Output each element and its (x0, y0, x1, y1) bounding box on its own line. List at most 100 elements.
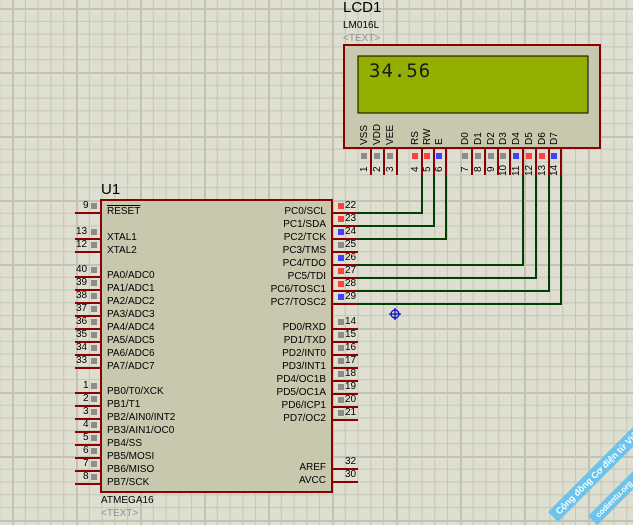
lcd-pin-name: VSS (359, 124, 370, 145)
lcd-pin-number: 6 (434, 166, 445, 172)
mcu-pin-36[interactable] (75, 319, 101, 330)
mcu-body[interactable] (100, 199, 333, 493)
wire-28-to-13[interactable] (358, 175, 550, 292)
pin-state-indicator (338, 255, 344, 261)
mcu-pin-number: 8 (83, 471, 89, 482)
mcu-pin-number: 36 (76, 316, 88, 327)
mcu-pin-3[interactable] (75, 409, 101, 420)
lcd-pin-6[interactable] (436, 148, 447, 175)
mcu-pin-number: 3 (83, 406, 89, 417)
lcd-pin-name: D3 (498, 132, 509, 145)
mcu-pin-22[interactable] (332, 203, 358, 214)
lcd-pin-name: D7 (549, 132, 560, 145)
mcu-reference: U1 (101, 181, 121, 198)
mcu-pin-6[interactable] (75, 448, 101, 459)
lcd-pin-2[interactable] (374, 148, 385, 175)
wire-23-to-5[interactable] (358, 175, 435, 227)
lcd-pin-name: D2 (486, 132, 497, 145)
mcu-pin-name: PB0/T0/XCK (107, 386, 164, 397)
lcd-pin-number: 9 (486, 166, 497, 172)
wire-22-to-4[interactable] (358, 175, 423, 214)
mcu-pin-40[interactable] (75, 267, 101, 278)
lcd-pin-5[interactable] (424, 148, 435, 175)
mcu-pin-name: PB3/AIN1/OC0 (107, 425, 175, 436)
mcu-pin-8[interactable] (75, 474, 101, 485)
mcu-pin-33[interactable] (75, 358, 101, 369)
mcu-pin-38[interactable] (75, 293, 101, 304)
pin-state-indicator (91, 229, 97, 235)
mcu-pin-14[interactable] (332, 319, 358, 330)
mcu-pin-name: PA7/ADC7 (107, 361, 155, 372)
mcu-pin-19[interactable] (332, 384, 358, 395)
mcu-pin-name: PA5/ADC5 (107, 335, 155, 346)
lcd-pin-1[interactable] (361, 148, 372, 175)
mcu-pin-name: PB4/SS (107, 438, 143, 449)
mcu-pin-26[interactable] (332, 255, 358, 266)
mcu-pin-15[interactable] (332, 332, 358, 343)
mcu-pin-12[interactable] (75, 242, 101, 253)
lcd-pin-name: D6 (537, 132, 548, 145)
mcu-pin-5[interactable] (75, 435, 101, 446)
wire-27-to-12[interactable] (358, 175, 537, 279)
mcu-pin-24[interactable] (332, 229, 358, 240)
mcu-pin-16[interactable] (332, 345, 358, 356)
mcu-pin-37[interactable] (75, 306, 101, 317)
lcd-pin-11[interactable] (513, 148, 524, 175)
mcu-pin-number: 18 (345, 368, 357, 379)
lcd-pin-name: RS (410, 131, 421, 145)
mcu-pin-29[interactable] (332, 294, 358, 305)
mcu-pin-21[interactable] (332, 410, 358, 421)
lcd-pin-4[interactable] (412, 148, 423, 175)
lcd-pin-3[interactable] (387, 148, 398, 175)
mcu-pin-2[interactable] (75, 396, 101, 407)
mcu-pin-39[interactable] (75, 280, 101, 291)
mcu-pin-34[interactable] (75, 345, 101, 356)
mcu-pin-4[interactable] (75, 422, 101, 433)
lcd-pins (361, 148, 562, 175)
pin-state-indicator (338, 319, 344, 325)
mcu-pin-23[interactable] (332, 216, 358, 227)
pin-state-indicator (338, 410, 344, 416)
pin-state-indicator (551, 153, 557, 159)
mcu-pin-35[interactable] (75, 332, 101, 343)
mcu-pin-name: PA3/ADC3 (107, 309, 155, 320)
lcd-pin-9[interactable] (488, 148, 499, 175)
mcu-pin-name: PC1/SDA (283, 219, 326, 230)
pin-state-indicator (513, 153, 519, 159)
wire-26-to-11[interactable] (358, 175, 524, 266)
lcd-pin-8[interactable] (475, 148, 486, 175)
mcu-pin-name: PA0/ADC0 (107, 270, 155, 281)
lcd-pin-14[interactable] (551, 148, 562, 175)
pin-state-indicator (91, 280, 97, 286)
pin-state-indicator (91, 319, 97, 325)
mcu-pin-9[interactable] (75, 203, 101, 214)
mcu-pin-18[interactable] (332, 371, 358, 382)
mcu-pin-number: 24 (345, 226, 357, 237)
wire-29-to-14[interactable] (358, 175, 562, 305)
lcd-pin-7[interactable] (462, 148, 473, 175)
mcu-pin-name: PB6/MISO (107, 464, 155, 475)
wire-24-to-6[interactable] (358, 175, 447, 240)
pin-state-indicator (91, 358, 97, 364)
mcu-pin-20[interactable] (332, 397, 358, 408)
mcu-pin-27[interactable] (332, 268, 358, 279)
mcu-pin-7[interactable] (75, 461, 101, 472)
mcu-pin-name: PA4/ADC4 (107, 322, 155, 333)
lcd-pin-number: 11 (511, 165, 522, 176)
pin-state-indicator (91, 448, 97, 454)
lcd-pin-10[interactable] (500, 148, 511, 175)
mcu-pin-25[interactable] (332, 242, 358, 253)
mcu-pin-name: XTAL2 (107, 245, 137, 256)
pin-state-indicator (91, 267, 97, 273)
mcu-pin-number: 15 (345, 329, 357, 340)
mcu-pin-13[interactable] (75, 229, 101, 240)
pin-state-indicator (462, 153, 468, 159)
mcu-pin-17[interactable] (332, 358, 358, 369)
mcu-pin-1[interactable] (75, 383, 101, 394)
pin-state-indicator (338, 281, 344, 287)
lcd-pin-12[interactable] (526, 148, 537, 175)
lcd-pin-13[interactable] (539, 148, 550, 175)
mcu-pin-28[interactable] (332, 281, 358, 292)
pin-state-indicator (91, 422, 97, 428)
